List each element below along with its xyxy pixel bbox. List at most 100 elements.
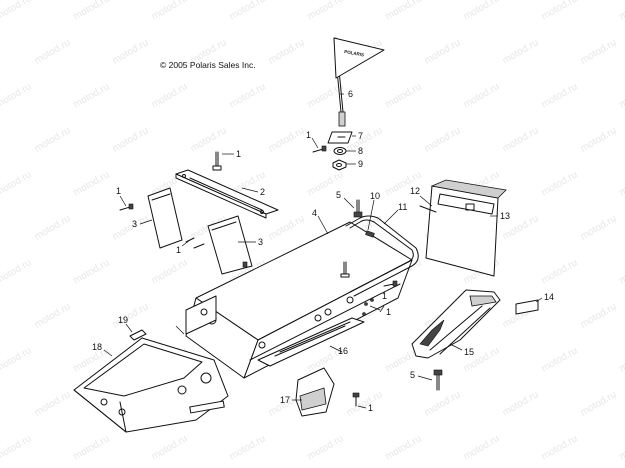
watermark-text: motod.ru: [462, 0, 502, 23]
callout-19: 19: [118, 315, 128, 325]
hitch-bracket-part: [295, 367, 335, 417]
watermark-text: motod.ru: [150, 257, 190, 286]
watermark-text: motod.ru: [72, 0, 112, 23]
watermark-text: motod.ru: [618, 81, 625, 110]
watermark-text: motod.ru: [0, 345, 33, 374]
reflector-part: [515, 299, 539, 315]
watermark-text: motod.ru: [579, 37, 619, 66]
callout-6: 6: [348, 89, 353, 99]
watermark-text: motod.ru: [267, 213, 307, 242]
flag-logo-text: POLARIS: [344, 49, 365, 57]
leader-lines: [103, 93, 543, 409]
watermark-text: motod.ru: [306, 0, 346, 23]
watermark-text: motod.ru: [33, 213, 73, 242]
callout-16: 16: [338, 346, 348, 356]
watermark-text: motod.ru: [501, 389, 541, 418]
clip-part: [129, 329, 147, 341]
hitch-screw-part: [352, 392, 360, 407]
watermark-text: motod.ru: [33, 125, 73, 154]
flag-bracket-part: [327, 131, 353, 144]
watermark-text: motod.ru: [0, 257, 33, 286]
callout-labels: 6 7 8 9 1 1 2 1 3 3 1 4 5 10 11 12 13 14…: [92, 89, 554, 413]
watermark-text: motod.ru: [384, 0, 424, 23]
callout-8: 8: [358, 146, 363, 156]
watermark-text: motod.ru: [345, 125, 385, 154]
watermark-text: motod.ru: [540, 169, 580, 198]
callout-1-right-lower: 1: [386, 307, 391, 317]
watermark-text: motod.ru: [111, 37, 151, 66]
tunnel-bolt-part: [340, 261, 350, 278]
flag-part: POLARIS: [333, 37, 385, 127]
callout-12: 12: [410, 186, 420, 196]
callout-11: 11: [398, 202, 407, 212]
callout-4: 4: [312, 208, 317, 218]
watermark-text: motod.ru: [111, 301, 151, 330]
callout-9: 9: [358, 159, 363, 169]
callout-1-left: 1: [116, 186, 121, 196]
watermark-text: motod.ru: [228, 0, 268, 23]
watermark-text: motod.ru: [540, 0, 580, 23]
callout-3-left: 3: [132, 219, 137, 229]
watermark-text: motod.ru: [618, 345, 625, 374]
watermark-text: motod.ru: [228, 433, 268, 462]
rail-bolt-part: [212, 151, 222, 171]
watermark-text: motod.ru: [189, 125, 229, 154]
watermark-text: motod.ru: [267, 125, 307, 154]
watermark-text: motod.ru: [111, 125, 151, 154]
bumper-bolt-part: [433, 369, 443, 391]
watermark-text: motod.ru: [423, 125, 463, 154]
watermark-text: motod.ru: [306, 433, 346, 462]
watermark-text: motod.ru: [150, 81, 190, 110]
watermark-text: motod.ru: [72, 169, 112, 198]
watermark-text: motod.ru: [540, 433, 580, 462]
watermark-text: motod.ru: [0, 169, 33, 198]
watermark-text: motod.ru: [384, 433, 424, 462]
callout-5-top: 5: [336, 190, 341, 200]
callout-13: 13: [500, 211, 510, 221]
watermark-text: motod.ru: [33, 301, 73, 330]
copyright-text: © 2005 Polaris Sales Inc.: [160, 60, 256, 70]
watermark-text: motod.ru: [618, 257, 625, 286]
callout-7: 7: [358, 131, 363, 141]
side-plate-part-2: [207, 215, 253, 275]
watermark-text: motod.ru: [501, 125, 541, 154]
callout-1-bottom: 1: [368, 403, 373, 413]
callout-15: 15: [464, 347, 474, 357]
watermark-text: motod.ru: [618, 169, 625, 198]
callout-10: 10: [370, 191, 380, 201]
callout-14: 14: [544, 292, 554, 302]
snow-flap-part: [419, 179, 507, 277]
watermark-text: motod.ru: [72, 257, 112, 286]
watermark-text: motod.ru: [618, 433, 625, 462]
callout-17: 17: [280, 395, 290, 405]
tunnel-rail-part: [175, 169, 279, 219]
nut-part: [333, 147, 347, 155]
bar-bolt-part: [353, 199, 363, 218]
watermark-text: motod.ru: [423, 389, 463, 418]
watermark-text: motod.ru: [0, 0, 33, 23]
callout-5-bottom: 5: [410, 370, 415, 380]
washer-part: [332, 159, 347, 171]
watermark-text: motod.ru: [501, 37, 541, 66]
watermark-text: motod.ru: [267, 37, 307, 66]
callout-3-right: 3: [258, 237, 263, 247]
watermark-text: motod.ru: [150, 0, 190, 23]
side-plate-part-1: [147, 187, 183, 249]
watermark-text: motod.ru: [72, 433, 112, 462]
watermark-text: motod.ru: [462, 433, 502, 462]
watermark-text: motod.ru: [150, 433, 190, 462]
watermark-text: motod.ru: [384, 81, 424, 110]
screw-part: [312, 145, 327, 153]
callout-1-flag: 1: [306, 130, 311, 140]
callout-18: 18: [92, 342, 102, 352]
watermark-text: motod.ru: [579, 125, 619, 154]
watermark-text: motod.ru: [618, 0, 625, 23]
watermark-text: motod.ru: [540, 345, 580, 374]
watermark-text: motod.ru: [579, 301, 619, 330]
bar-pin-part: [365, 230, 375, 238]
watermark-text: motod.ru: [345, 389, 385, 418]
grab-bar-part: [345, 215, 419, 297]
watermark-text: motod.ru: [33, 37, 73, 66]
tunnel-rivets-part: [362, 298, 374, 316]
